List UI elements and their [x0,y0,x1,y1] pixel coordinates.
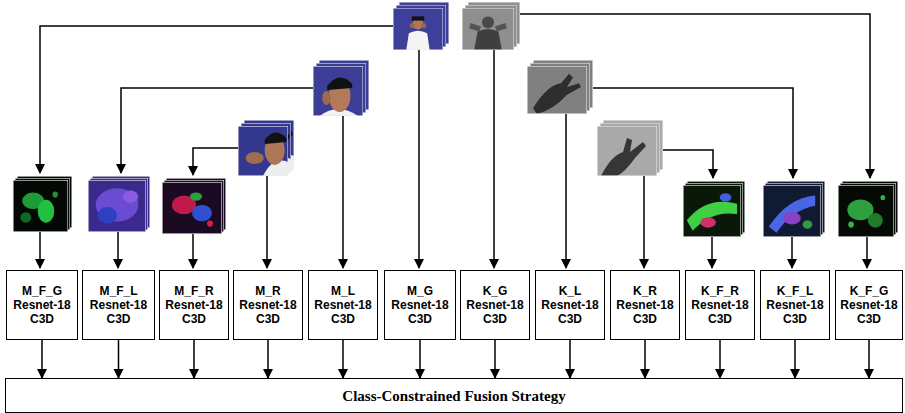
stream-name: M_F_L [99,284,137,298]
video-frame [313,66,363,116]
model-name: Resnet-18 C3D [387,298,453,326]
flow-stack [763,181,825,237]
stream-name: M_G [407,284,433,298]
stream-name: K_F_R [701,284,739,298]
frame-stack [597,120,663,176]
stream-name: K_G [483,284,508,298]
model-name: Resnet-18 C3D [463,298,527,326]
model-name: Resnet-18 C3D [311,298,375,326]
wire [593,88,793,178]
network-box: K_F_RResnet-18 C3D [685,270,755,340]
depth-frame [527,66,587,114]
wire [493,50,495,268]
fusion-arrow [868,340,870,378]
model-name: Resnet-18 C3D [236,298,300,326]
fusion-arrow [644,340,646,378]
frame-stack [527,60,593,114]
network-box: K_F_LResnet-18 C3D [760,270,830,340]
fusion-arrow [267,340,269,378]
video-frame [393,8,443,50]
stream-name: Class-Constrained Fusion Strategy [342,387,565,405]
frame-stack [313,60,369,116]
wire [39,232,41,268]
network-box: K_RResnet-18 C3D [610,270,680,340]
frame-stack [238,120,294,176]
wire [266,176,268,268]
flow-stack [683,181,745,237]
wire [520,14,870,178]
frame-stack [393,2,449,50]
flow-frame [162,182,222,234]
fusion-arrow [569,340,571,378]
flow-frame [683,185,741,237]
video-frame [238,126,288,176]
network-box: K_F_GResnet-18 C3D [835,270,903,340]
model-name: Resnet-18 C3D [9,298,75,326]
fusion-bar: Class-Constrained Fusion Strategy [5,378,903,413]
wire [193,148,238,175]
fusion-arrow [342,340,344,378]
wire [117,232,119,268]
network-box: M_F_LResnet-18 C3D [82,270,155,340]
network-box: M_GResnet-18 C3D [384,270,456,340]
depth-frame [597,126,657,176]
flow-frame [13,180,68,232]
stream-name: K_F_L [777,284,814,298]
fusion-arrow [494,340,496,378]
stream-name: M_R [255,284,280,298]
wire [663,150,713,178]
stream-name: M_F_G [22,284,62,298]
depth-frame [462,8,514,50]
fusion-arrow [419,340,421,378]
flow-stack [162,178,226,234]
network-box: K_LResnet-18 C3D [535,270,605,340]
stream-name: M_L [331,284,355,298]
wire [866,237,868,268]
model-name: Resnet-18 C3D [613,298,677,326]
flow-frame [763,185,821,237]
model-name: Resnet-18 C3D [763,298,827,326]
wire [643,176,645,268]
stream-name: K_F_G [850,284,889,298]
flow-frame [838,185,894,237]
network-box: M_LResnet-18 C3D [308,270,378,340]
wire [791,237,793,268]
wires [40,14,870,268]
fusion-arrow [118,340,120,378]
stream-name: K_L [559,284,582,298]
model-name: Resnet-18 C3D [85,298,152,326]
fusion-arrow [41,340,43,378]
flow-stack [88,176,150,232]
fusion-arrow [193,340,195,378]
network-box: M_F_RResnet-18 C3D [159,270,229,340]
model-name: Resnet-18 C3D [538,298,602,326]
wire [418,50,420,268]
flow-frame [88,180,146,232]
frame-stack [462,2,520,50]
flow-stack [838,181,898,237]
model-name: Resnet-18 C3D [688,298,752,326]
fusion-arrow [719,340,721,378]
wire [342,116,344,268]
network-box: K_GResnet-18 C3D [460,270,530,340]
fusion-arrow [794,340,796,378]
wire [711,237,713,268]
flow-stack [13,176,72,232]
wire [192,234,194,268]
stream-name: K_R [633,284,657,298]
model-name: Resnet-18 C3D [838,298,900,326]
model-name: Resnet-18 C3D [162,298,226,326]
stream-name: M_F_R [174,284,213,298]
network-box: M_F_GResnet-18 C3D [6,270,78,340]
network-box: M_RResnet-18 C3D [233,270,303,340]
wire [565,114,567,268]
wire [40,26,393,173]
